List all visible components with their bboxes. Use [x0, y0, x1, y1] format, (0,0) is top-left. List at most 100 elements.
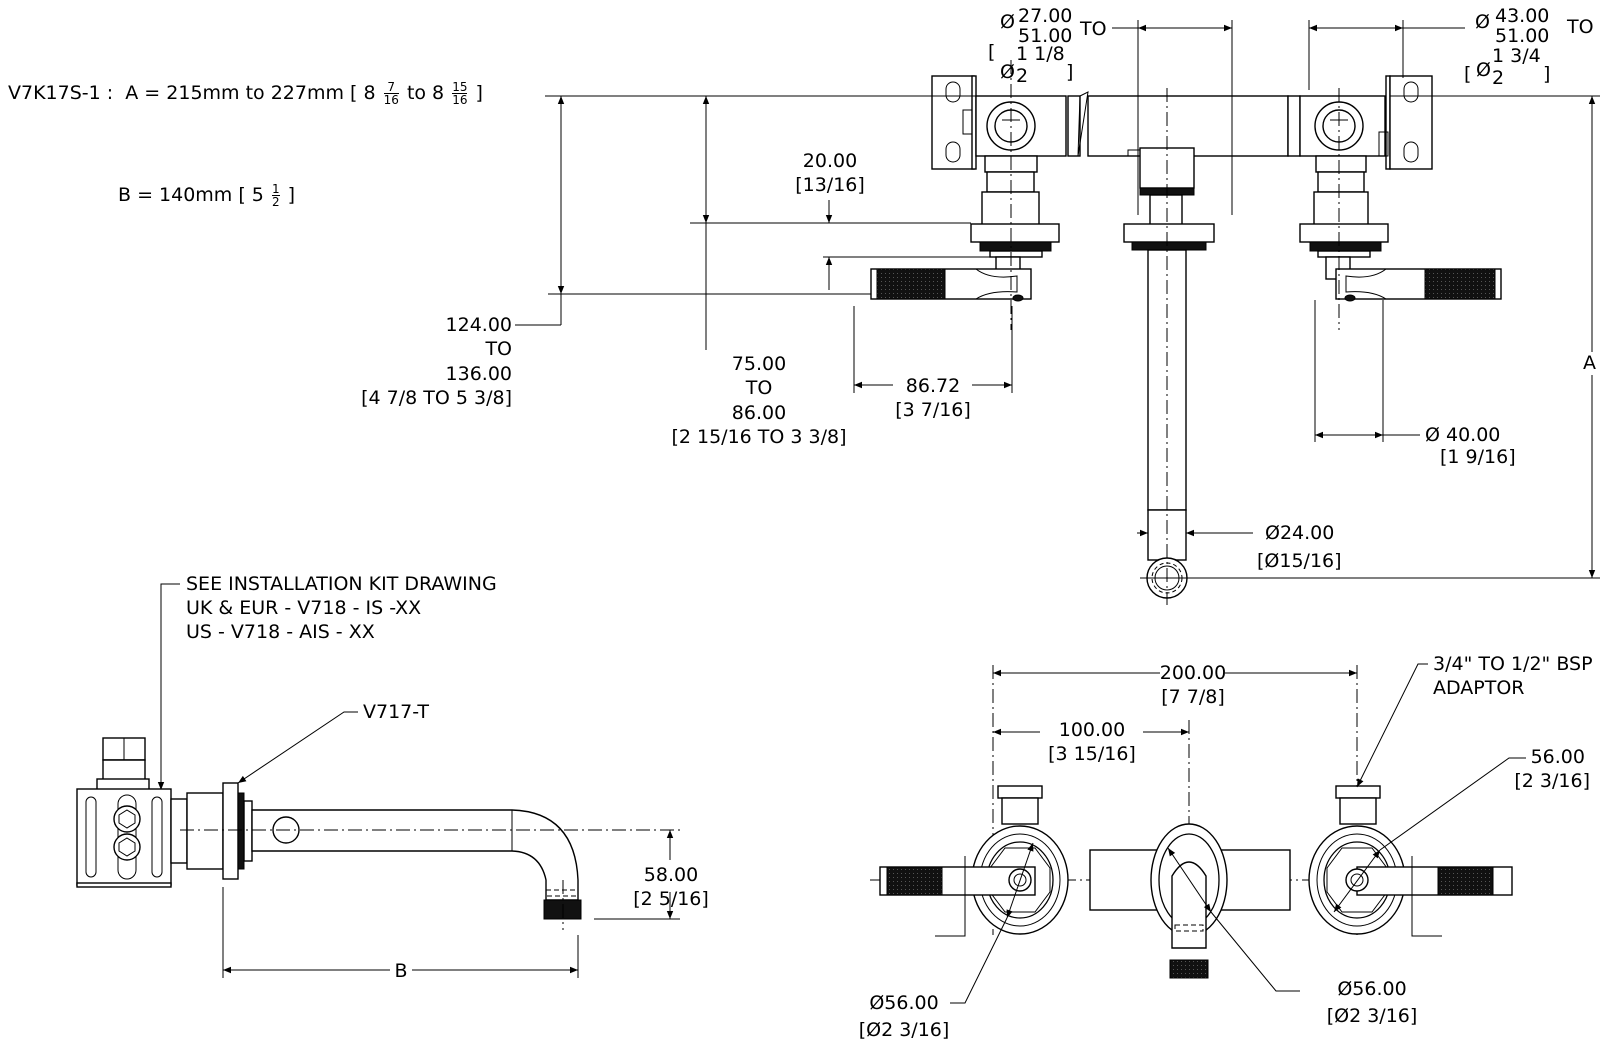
dim-124-to: TO: [484, 338, 512, 360]
v717-t-label: V717-T: [237, 701, 429, 784]
dim-56-left-imperial: [Ø2 3/16]: [859, 1019, 950, 1041]
dim-B-label: B: [394, 960, 407, 982]
dia-left-imperial-bottom: 2: [1016, 65, 1028, 87]
model-number: V7K17S-1 :: [8, 82, 114, 104]
bracket-open: [: [1464, 63, 1471, 85]
dim-20: 20.00 [13/16]: [795, 150, 990, 290]
diameter-symbol: Ø: [1475, 11, 1490, 33]
installation-box: [76, 737, 253, 888]
dim-58: 58.00 [2 5/16]: [594, 830, 709, 920]
dim-right-body-diameter: Ø 43.00 51.00 TO [ Ø 1 3/4 2 ]: [1308, 5, 1594, 90]
dim-86-72: 86.72 [3 7/16]: [853, 306, 1013, 421]
dim-diameter-40: Ø 40.00 [1 9/16]: [1314, 300, 1516, 468]
dia-right-to: TO: [1566, 16, 1594, 38]
dim-40-imperial: [1 9/16]: [1440, 446, 1516, 468]
dia-left-to: TO: [1079, 18, 1107, 40]
adaptor-note: 3/4" TO 1/2" BSP ADAPTOR: [1356, 653, 1593, 788]
dim-75-imperial: [2 15/16 TO 3 3/8]: [671, 426, 846, 448]
center-spout-body: [1123, 147, 1215, 599]
a-spec-mid: to 8: [406, 82, 445, 104]
dim-40-value: Ø 40.00: [1425, 424, 1500, 446]
install-kit-note: SEE INSTALLATION KIT DRAWING UK & EUR - …: [157, 573, 497, 790]
diameter-symbol: Ø: [1476, 59, 1491, 81]
dim-56-right-value: 56.00: [1531, 746, 1585, 768]
dia-right-value-2: 51.00: [1495, 25, 1549, 47]
dim-58-imperial: [2 5/16]: [633, 888, 709, 910]
part-label-v717t: V717-T: [363, 701, 429, 723]
dim-136-value: 136.00: [446, 363, 512, 385]
dim-A-label: A: [1583, 352, 1596, 374]
dim-124-136: 124.00 TO 136.00 [4 7/8 TO 5 3/8]: [361, 95, 976, 409]
dim-200: 200.00 [7 7/8]: [993, 662, 1357, 708]
diameter-symbol: Ø: [1000, 61, 1015, 83]
front-view: 200.00 [7 7/8] 100.00 [3 15/16] 3/4" TO …: [859, 653, 1593, 1041]
dim-20-value: 20.00: [803, 150, 857, 172]
dim-75-to: TO: [745, 377, 773, 399]
dim-75-value: 75.00: [732, 353, 786, 375]
dim-56-left-value: Ø56.00: [869, 992, 938, 1014]
bracket-open: [: [988, 41, 995, 63]
dim-200-imperial: [7 7/8]: [1161, 686, 1225, 708]
side-view: SEE INSTALLATION KIT DRAWING UK & EUR - …: [76, 573, 709, 982]
dim-56-center-imperial: [Ø2 3/16]: [1327, 1005, 1418, 1027]
dim-86-value: 86.00: [732, 402, 786, 424]
left-mount-bracket: [931, 75, 977, 170]
dia-right-imperial-bottom: 2: [1492, 67, 1504, 89]
spout-side: [180, 809, 680, 930]
adaptor-note-line-2: ADAPTOR: [1433, 677, 1525, 699]
a-spec-end: ]: [475, 82, 483, 104]
dim-A: A: [1194, 95, 1600, 579]
dim-24-imperial: [Ø15/16]: [1257, 550, 1342, 572]
dim-86-72-value: 86.72: [906, 375, 960, 397]
dim-diameter-24: Ø24.00 [Ø15/16]: [1137, 522, 1342, 572]
top-view: Ø 27.00 51.00 TO [ Ø 1 1/8 2 ] Ø 43.00 5…: [361, 5, 1600, 605]
adaptor-note-line-1: 3/4" TO 1/2" BSP: [1433, 653, 1593, 675]
dia-left-value-1: 27.00: [1018, 5, 1072, 27]
dim-124-value: 124.00: [446, 314, 512, 336]
dia-right-value-1: 43.00: [1495, 5, 1549, 27]
dia-left-imperial-top: 1 1/8: [1016, 43, 1065, 65]
dim-56-right-imperial: [2 3/16]: [1514, 770, 1590, 792]
bracket-close: ]: [1066, 61, 1073, 83]
note-line-1: SEE INSTALLATION KIT DRAWING: [186, 573, 497, 595]
dim-86-72-imperial: [3 7/16]: [895, 399, 971, 421]
a-spec-label: A = 215mm to 227mm [ 8: [125, 82, 376, 104]
dim-58-value: 58.00: [644, 864, 698, 886]
note-line-2: UK & EUR - V718 - IS -XX: [186, 597, 421, 619]
dim-left-body-diameter: Ø 27.00 51.00 TO [ Ø 1 1/8 2 ]: [988, 5, 1233, 215]
dim-B: B: [222, 887, 579, 982]
front-left-valve: [879, 785, 1069, 937]
front-right-valve: [1308, 785, 1513, 937]
dim-100-value: 100.00: [1059, 719, 1125, 741]
left-lever-handle: [870, 268, 1032, 302]
right-lever-handle: [1335, 268, 1502, 302]
dim-20-imperial: [13/16]: [795, 174, 865, 196]
dim-56-left: Ø56.00 [Ø2 3/16]: [859, 842, 1034, 1041]
dim-100-imperial: [3 15/16]: [1048, 743, 1136, 765]
dim-56-center: Ø56.00 [Ø2 3/16]: [1167, 847, 1418, 1027]
dia-right-imperial-top: 1 3/4: [1492, 45, 1541, 67]
dim-124-imperial: [4 7/8 TO 5 3/8]: [361, 387, 512, 409]
dim-75-86: 75.00 TO 86.00 [2 15/16 TO 3 3/8]: [671, 96, 971, 448]
note-line-3: US - V718 - AIS - XX: [186, 621, 375, 643]
dim-56-right: 56.00 [2 3/16]: [1333, 746, 1590, 913]
b-spec-label: B = 140mm [ 5: [118, 184, 264, 206]
dia-left-value-2: 51.00: [1018, 25, 1072, 47]
bracket-close: ]: [1543, 63, 1550, 85]
dim-24-value: Ø24.00: [1265, 522, 1334, 544]
diameter-symbol: Ø: [1000, 11, 1015, 33]
dim-200-value: 200.00: [1160, 662, 1226, 684]
right-mount-bracket: [1378, 75, 1433, 170]
manifold-bar: [1067, 91, 1301, 157]
b-spec-end: ]: [287, 184, 296, 206]
left-valve-body: [970, 95, 1067, 280]
front-center-spout: [1150, 823, 1228, 979]
dim-56-center-value: Ø56.00: [1337, 978, 1406, 1000]
